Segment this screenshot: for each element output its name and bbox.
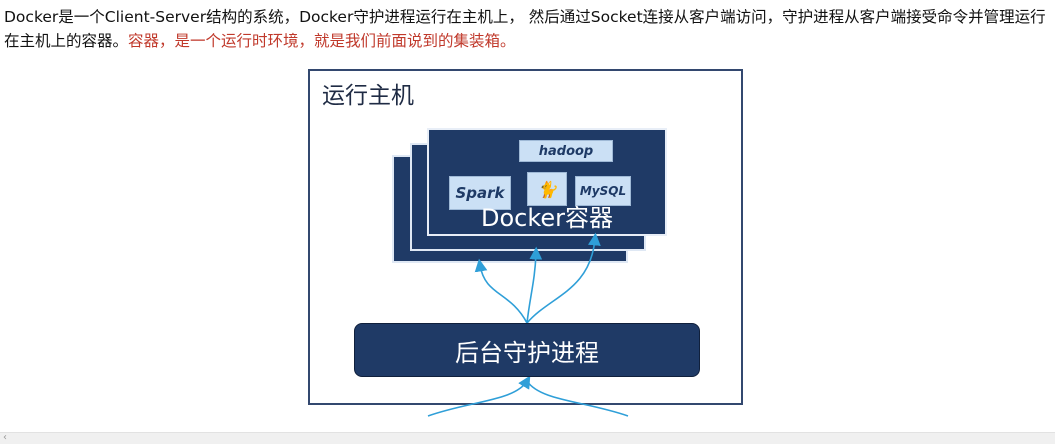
daemon-label: 后台守护进程 [455,338,599,367]
arrow-client-to-daemon-left [427,375,531,417]
daemon-box: 后台守护进程 [354,323,700,377]
tomcat-logo-icon: 🐈 [527,172,567,206]
connection-arrows [427,232,629,417]
container-stack: hadoop Spark 🐈 MySQL Docker容器 [310,71,745,371]
description-text: Docker是一个Client-Server结构的系统，Docker守护进程运行… [4,8,1046,50]
mysql-logo-icon: MySQL [575,176,631,206]
container-card-front: hadoop Spark 🐈 MySQL Docker容器 [427,128,667,236]
arrow-daemon-to-container-left [474,258,528,324]
horizontal-scrollbar[interactable]: ‹ [0,432,1055,444]
docker-architecture-diagram: 运行主机 hadoop Spark 🐈 MySQL Docker容器 后台守护进… [308,69,745,417]
hadoop-logo-icon: hadoop [519,140,613,162]
host-title: 运行主机 [322,83,414,109]
description-paragraph: Docker是一个Client-Server结构的系统，Docker守护进程运行… [4,5,1052,53]
scroll-left-icon[interactable]: ‹ [3,432,7,443]
container-label: Docker容器 [480,204,614,232]
spark-logo-icon: Spark [449,176,511,210]
arrow-daemon-to-container-right [526,232,601,324]
arrow-client-to-daemon-right [526,380,629,417]
description-highlight-text: 容器，是一个运行时环境，就是我们前面说到的集装箱。 [128,32,516,50]
arrow-daemon-to-container-middle [526,246,543,324]
